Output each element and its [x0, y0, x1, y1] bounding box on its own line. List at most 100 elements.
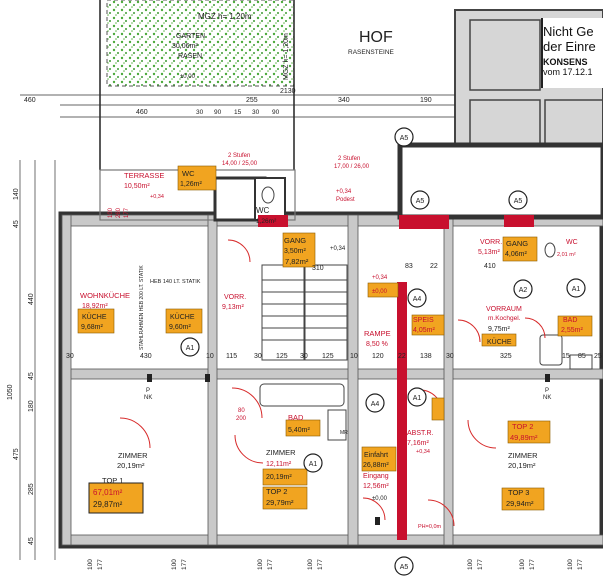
vorr-left-area: 9,13m²	[222, 304, 244, 311]
dim-top-1: 255	[246, 97, 258, 104]
zimmer-left-label: ZIMMER	[118, 451, 148, 460]
marker-a1-right	[566, 278, 586, 298]
dim-bottom-3: 177	[181, 559, 188, 570]
zimmer-right-area: 20,19m²	[508, 461, 536, 470]
marker-a5-top	[394, 127, 414, 147]
mr-label: MR	[340, 430, 348, 436]
terrasse-level: +0,34	[150, 194, 164, 200]
garden-level: ±0,00	[180, 74, 196, 80]
kueche-l2-label: KÜCHE	[170, 313, 195, 321]
mgz-side-label: MGZ h= 1,20m	[283, 33, 290, 80]
window-code-top: 80	[238, 408, 245, 414]
top1-area: 29,87m²	[93, 500, 123, 509]
dim-bottom-4: 100	[257, 559, 264, 570]
abstr-label: ABST.R.	[407, 430, 434, 437]
nk-p-right: P	[545, 388, 549, 394]
notice-line-1: Nicht Ge	[543, 24, 594, 39]
bad-right-label: BAD	[563, 317, 577, 324]
dim-bottom-13: 177	[577, 559, 584, 570]
zimmer-right-label: ZIMMER	[508, 451, 538, 460]
dim-left-7: 45	[28, 372, 35, 380]
top3-area: 29,94m²	[506, 499, 534, 508]
dim-mid-0: 30	[66, 353, 74, 360]
notice-line-4: vom 17.12.1	[543, 67, 593, 77]
abstr-area: 7,16m²	[407, 440, 429, 447]
marker-a1-left-text: A1	[186, 345, 195, 352]
dim-mid-10: 22	[398, 353, 406, 360]
marker-a5-top-text: A5	[400, 135, 409, 142]
hatch-code-1: 260	[116, 207, 122, 218]
dim-mid-8: 10	[350, 353, 358, 360]
einfahrt-area: 26,88m²	[363, 462, 389, 469]
marker-a4-upper	[407, 288, 427, 308]
gang-left-area: 3,50m²	[284, 248, 306, 255]
dim-bottom-1: 177	[97, 559, 104, 570]
dim-gang-3: 410	[484, 263, 496, 270]
dim-mid-11: 138	[420, 353, 432, 360]
dim-top-small-3: 15	[234, 109, 242, 116]
gang-left-label: GANG	[284, 236, 306, 245]
speis-area: 4,05m²	[413, 327, 435, 334]
top1-label: TOP 1	[102, 476, 123, 485]
dim-mid-6: 30	[300, 353, 308, 360]
dim-mid-12: 30	[446, 353, 454, 360]
label-gang-left	[282, 232, 316, 268]
notice-box: Nicht Ge der Einre KONSENS vom 17.12.1	[541, 18, 603, 88]
label-bad-right	[557, 315, 593, 337]
vorr-left-label: VORR.	[224, 294, 246, 301]
eingang-label: Eingang	[363, 473, 389, 480]
vorraum-area: 9,75m²	[488, 326, 510, 333]
dim-top-small-5: 90	[272, 109, 280, 116]
marker-a5-right	[508, 190, 528, 210]
marker-a5-left-text: A5	[416, 198, 425, 205]
hatch-code-0: 100	[108, 207, 114, 218]
dim-bottom-8: 100	[467, 559, 474, 570]
ramp-area	[397, 282, 407, 540]
dim-left-3: 1050	[7, 384, 14, 400]
podest-label: Podest	[336, 197, 355, 203]
gang-left-total: 7,82m²	[285, 257, 309, 266]
dim-mid-9: 120	[372, 353, 384, 360]
rampe-label: RAMPE	[364, 329, 391, 338]
wc-small-label: WC	[256, 206, 270, 215]
rampe-slope: 8,50 %	[366, 341, 388, 348]
marker-a1-mid-text: A1	[309, 461, 318, 468]
dim-top-small-2: 90	[214, 109, 222, 116]
zimmer-mid-label: ZIMMER	[266, 448, 296, 457]
label-einfahrt	[361, 446, 397, 472]
dim-mid-7: 125	[322, 353, 334, 360]
bottom-ph: PH=0,0m	[418, 524, 441, 530]
label-top2-right	[507, 420, 551, 444]
bad-right-area: 2,55m²	[561, 327, 583, 334]
dim-bottom-6: 100	[307, 559, 314, 570]
top2-mid-label: TOP 2	[266, 487, 287, 496]
dim-mid-3: 115	[226, 353, 237, 360]
terrasse-label: TERRASSE	[124, 171, 164, 180]
wc-top-area: 1,26m²	[180, 181, 202, 188]
marker-a4-upper-text: A4	[413, 296, 422, 303]
nk-p-left: P	[146, 388, 150, 394]
dim-left-8: 45	[28, 537, 35, 545]
mgz-top-label: MGZ h= 1,20m	[198, 12, 252, 21]
dim-bottom-10: 100	[519, 559, 526, 570]
label-wc-top	[177, 165, 217, 191]
marker-a5-left	[410, 190, 430, 210]
top2-right-label: TOP 2	[512, 422, 533, 431]
stufen-left-dim: 14,00 / 25,00	[222, 161, 258, 167]
marker-a4-lower-text: A4	[371, 401, 380, 408]
dim-bottom-12: 100	[567, 559, 574, 570]
label-vorraum-kueche	[481, 333, 517, 347]
dim-gang-1: 83	[405, 263, 413, 270]
label-gang-right	[502, 236, 538, 262]
marker-a2	[513, 279, 533, 299]
kueche-l1-label: KÜCHE	[82, 313, 107, 321]
marker-a1-left	[180, 337, 200, 357]
stufen-left: 2 Stufen	[228, 153, 250, 159]
level-2: +0,34	[372, 275, 388, 281]
label-bad-mid	[285, 419, 321, 437]
dim-mid-2: 10	[206, 353, 214, 360]
label-abstr	[431, 397, 445, 421]
notice-line-3: KONSENS	[543, 57, 588, 67]
gang-right-label: GANG	[506, 239, 528, 248]
